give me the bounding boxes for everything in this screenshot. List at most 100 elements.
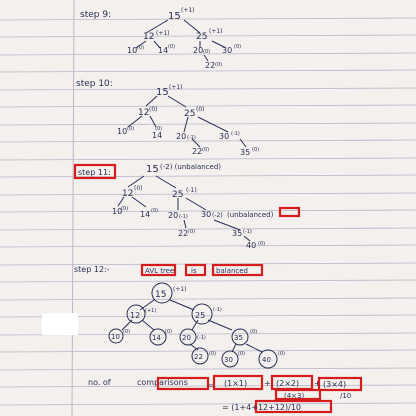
s12-bal-12: (+1)	[145, 308, 156, 314]
s11-bal-25: (-1)	[186, 187, 197, 194]
s11-node-25: 25	[172, 190, 183, 200]
s10-bal-12: (0)	[149, 106, 158, 113]
s10-bal-15: (+1)	[169, 84, 183, 91]
s11-root-note: (-2) (unbalanced)	[160, 163, 221, 171]
step12-section: step 12:- AVL tree is balanced 15 (+1) 1…	[74, 263, 285, 369]
step12-label-b: is	[191, 267, 197, 275]
s12-node-12: 12	[130, 311, 140, 320]
s9-bal-25: (+1)	[209, 28, 223, 35]
s12-bal-35: (0)	[250, 329, 257, 335]
s12-bal-10: (0)	[123, 329, 130, 335]
s11-bal-40: (0)	[258, 241, 265, 247]
term3b-highlight-box	[274, 388, 322, 401]
s12-node-30: 30	[224, 356, 233, 364]
step9-heading: step 9:	[80, 10, 111, 20]
summary-div: /10	[340, 392, 351, 400]
step12-label-a: AVL tree	[145, 267, 174, 275]
s9-bal-20: (0)	[203, 49, 210, 55]
term1-highlight-box	[212, 374, 264, 391]
s11-node-35: 35	[232, 229, 242, 238]
s11-bal-35: (-1)	[243, 229, 252, 235]
s9-node-12: 12	[143, 32, 154, 42]
s10-node-30: 30	[219, 132, 229, 141]
step12-heading: step 12:-	[74, 265, 110, 274]
s11-node-22: 22	[178, 229, 188, 238]
s12-circle-20	[179, 328, 197, 346]
s10-bal-14: (0)	[155, 126, 162, 132]
s9-node-20: 20	[193, 46, 203, 55]
s12-node-14: 14	[152, 334, 161, 342]
s10-node-12: 12	[138, 108, 149, 118]
s9-node-15: 15	[168, 11, 181, 22]
s11-node-15: 15	[146, 164, 159, 175]
summary-term3b: (4×3)	[284, 392, 305, 400]
summary-word: comparisons	[137, 378, 188, 387]
summary-term2: (2×2)	[276, 379, 299, 388]
s12-node-22: 22	[194, 353, 203, 361]
s11-node-20: 20	[168, 211, 178, 220]
s10-node-35: 35	[240, 148, 250, 157]
s12-circle-40	[258, 349, 278, 369]
s10-node-15: 15	[156, 87, 169, 98]
s9-bal-22: (0)	[215, 62, 222, 68]
s12-node-25: 25	[195, 311, 205, 320]
s10-bal-22: (0)	[202, 147, 209, 153]
summary-line2: = (1+4+12+12)/10	[222, 403, 301, 412]
s11-node-10: 10	[112, 207, 122, 216]
s12-circle-15	[151, 282, 173, 304]
summary-eq: =	[208, 381, 215, 390]
s12-bal-15: (+1)	[173, 286, 187, 293]
avl-tree-highlight-box	[140, 263, 177, 277]
s10-bal-20: (-1)	[187, 135, 196, 141]
s12-bal-20: (-1)	[197, 335, 206, 341]
s12-bal-14: (0)	[165, 329, 172, 335]
s12-node-10: 10	[111, 333, 120, 341]
step11-heading: step 11:	[78, 168, 111, 177]
step12-label-c: balanced	[216, 267, 248, 275]
s12-bal-25: (-1)	[213, 307, 222, 313]
s10-bal-25: (0)	[196, 106, 205, 113]
s10-node-25: 25	[184, 109, 195, 119]
s12-circle-22	[191, 347, 209, 365]
step10-section: step 10: 15 (+1) 12 (0) 25 (0) 10 (0) 14…	[76, 79, 259, 157]
s9-bal-10: (0)	[137, 45, 144, 51]
s12-bal-22: (0)	[209, 351, 216, 357]
s12-circle-30	[221, 350, 239, 368]
s9-node-30: 30	[222, 46, 232, 55]
s12-circle-14	[149, 328, 167, 346]
s12-bal-30: (0)	[238, 351, 245, 357]
s11-bal-30: (-2)	[212, 212, 223, 219]
white-patch	[42, 313, 78, 335]
s9-bal-30: (0)	[234, 44, 241, 50]
s10-node-14: 14	[152, 131, 162, 140]
s11-node-12: 12	[122, 189, 133, 199]
s9-bal-14: (0)	[168, 44, 175, 50]
s12-bal-40: (0)	[278, 351, 285, 357]
s11-bal-10: (0)	[121, 206, 128, 212]
s11-note-30: (unbalanced)	[227, 211, 274, 219]
s12-circle-35	[231, 328, 249, 346]
step11-section: step 11: 15 (-2) (unbalanced) 12 (0) 25 …	[73, 163, 301, 250]
step10-heading: step 10:	[76, 79, 113, 89]
s11-bal-22: (0)	[188, 229, 195, 235]
s9-node-25: 25	[196, 32, 207, 42]
s11-node-40: 40	[246, 241, 256, 250]
summary-prefix: no. of	[88, 378, 111, 387]
sum-highlight-box	[254, 399, 333, 414]
s12-circle-25	[191, 303, 213, 325]
s11-node-14: 14	[140, 210, 150, 219]
summary-term3: (3×4)	[323, 380, 346, 389]
summary-plus1: +	[264, 379, 271, 388]
s9-node-14: 14	[158, 46, 168, 55]
step11-highlight-box	[73, 163, 117, 180]
s11-bal-20: (-1)	[179, 214, 188, 220]
s10-node-20: 20	[176, 132, 186, 141]
s12-circle-10	[108, 328, 124, 344]
step9-section: step 9: 15 (+1) 12 (+1) 25 (+1) 10 (0) 1…	[80, 7, 241, 70]
s11-bal-12: (0)	[134, 185, 143, 192]
s10-bal-10: (0)	[127, 126, 134, 132]
s9-bal-12: (+1)	[156, 30, 170, 37]
